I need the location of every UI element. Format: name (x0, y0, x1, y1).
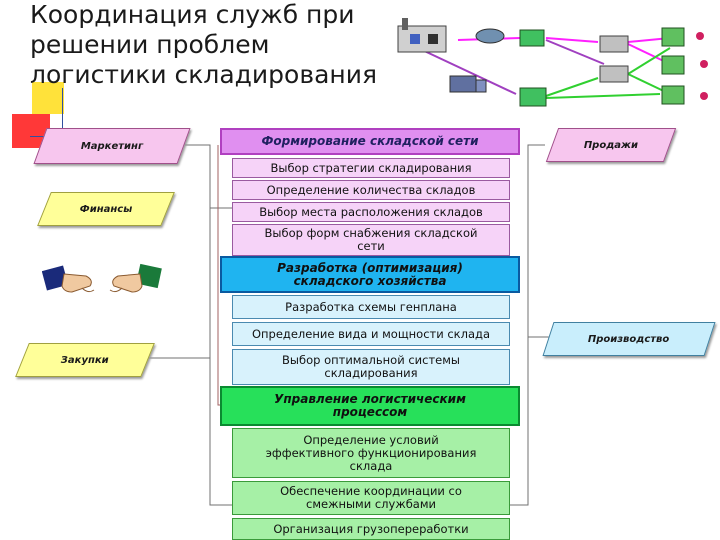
section-1-header-text: Формирование складской сети (261, 134, 479, 148)
logistics-network-illustration (397, 18, 708, 107)
section-3-header-text: Управление логистическим процессом (274, 392, 466, 419)
section-2-item-3[interactable]: Выбор оптимальной системы складирования (232, 349, 510, 385)
section-1-header[interactable]: Формирование складской сети (220, 128, 520, 155)
section-1-item-2-text: Определение количества складов (266, 182, 476, 197)
section-1-item-1[interactable]: Выбор стратегии складирования (232, 158, 510, 178)
section-1-item-3-text: Выбор места расположения складов (259, 204, 483, 219)
section-3-item-2-text: Обеспечение координации со смежными служ… (280, 484, 462, 511)
section-3-header[interactable]: Управление логистическим процессом (220, 386, 520, 426)
dept-production[interactable]: Производство (542, 322, 716, 356)
left-bracket-line (180, 144, 232, 506)
title-line-1: Координация служб при (30, 0, 355, 29)
dept-finance[interactable]: Финансы (37, 192, 175, 226)
section-2-header[interactable]: Разработка (оптимизация) складского хозя… (220, 256, 520, 293)
section-3-item-3[interactable]: Организация грузопереработки (232, 518, 510, 540)
dept-sales-label: Продажи (583, 139, 639, 151)
deco-line-vertical (62, 88, 63, 158)
dept-production-label: Производство (588, 333, 670, 345)
section-2-item-3-text: Выбор оптимальной системы складирования (282, 353, 460, 380)
section-3-item-1[interactable]: Определение условий эффективного функцио… (232, 428, 510, 478)
right-bracket-line (510, 144, 545, 506)
section-2-item-2[interactable]: Определение вида и мощности склада (232, 322, 510, 346)
section-2-item-2-text: Определение вида и мощности склада (251, 326, 491, 341)
dept-purchasing-label: Закупки (61, 354, 109, 366)
deco-square-yellow (32, 82, 64, 114)
section-2-item-1[interactable]: Разработка схемы генплана (232, 295, 510, 319)
dept-sales[interactable]: Продажи (545, 128, 677, 162)
section-3-item-3-text: Организация грузопереработки (273, 521, 469, 536)
section-1-item-1-text: Выбор стратегии складирования (270, 160, 472, 175)
section-2-item-1-text: Разработка схемы генплана (285, 299, 457, 314)
handshake-icon (42, 263, 162, 293)
section-2-header-text: Разработка (оптимизация) складского хозя… (277, 260, 463, 288)
dept-purchasing[interactable]: Закупки (15, 343, 155, 377)
section-3-item-2[interactable]: Обеспечение координации со смежными служ… (232, 481, 510, 515)
page-title: Координация служб при решении проблем ло… (30, 0, 378, 90)
title-line-2: решении проблем (30, 30, 270, 59)
dept-finance-label: Финансы (79, 203, 133, 215)
section-1-item-4[interactable]: Выбор форм снабжения складской сети (232, 224, 510, 256)
title-line-3: логистики складирования (30, 60, 378, 89)
dept-marketing-label: Маркетинг (80, 140, 144, 152)
section-1-item-4-text: Выбор форм снабжения складской сети (264, 226, 478, 253)
section-1-item-3[interactable]: Выбор места расположения складов (232, 202, 510, 222)
section-3-item-1-text: Определение условий эффективного функцио… (265, 432, 477, 473)
section-1-item-2[interactable]: Определение количества складов (232, 180, 510, 200)
dept-marketing[interactable]: Маркетинг (33, 128, 191, 164)
